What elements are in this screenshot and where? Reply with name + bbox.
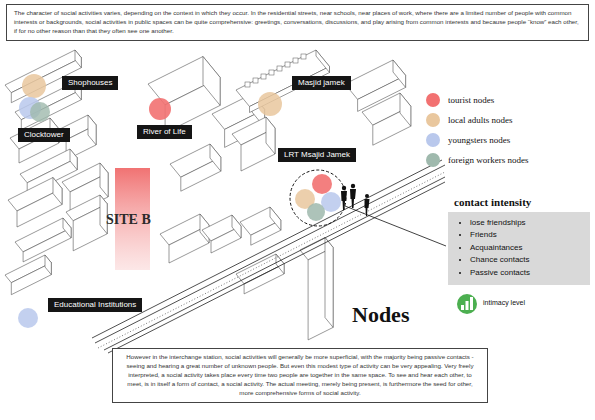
building-face bbox=[63, 218, 71, 238]
dome bbox=[285, 62, 290, 67]
legend-text: youngsters nodes bbox=[448, 135, 510, 145]
diagram-title: Nodes bbox=[352, 302, 409, 328]
label-text: LRT Msajid Jamek bbox=[284, 150, 350, 160]
focus-ring bbox=[290, 170, 346, 226]
legend-swatch bbox=[426, 153, 440, 167]
legend-text: local adults nodes bbox=[448, 115, 513, 125]
building-face bbox=[53, 178, 62, 205]
place-label: Masjid jamek bbox=[292, 76, 351, 90]
panel-heading: contact intensity bbox=[454, 196, 590, 208]
building-face bbox=[100, 163, 108, 197]
building-face bbox=[232, 215, 241, 238]
label-text: Educational Institutions bbox=[54, 300, 136, 310]
building-face bbox=[45, 255, 51, 275]
place-label: Educational Institutions bbox=[48, 298, 142, 312]
building-face bbox=[393, 60, 406, 87]
place-label: Shophouses bbox=[62, 76, 118, 90]
text-panel: The character of social activities varie… bbox=[6, 4, 589, 41]
youngster-node bbox=[18, 308, 38, 328]
leader-line bbox=[345, 206, 446, 246]
legend-row: local adults nodes bbox=[426, 113, 513, 127]
intensity-item: Passive contacts bbox=[470, 267, 582, 279]
intensity-item: lose friendships bbox=[470, 217, 582, 229]
paragraph-text: The character of social activities varie… bbox=[14, 9, 581, 36]
building-face bbox=[316, 50, 330, 73]
building-face bbox=[210, 144, 221, 171]
site-label: SITE B bbox=[106, 212, 151, 228]
legend-row: youngsters nodes bbox=[426, 133, 510, 147]
label-text: River of Life bbox=[143, 127, 186, 137]
legend-swatch bbox=[426, 113, 440, 127]
dome bbox=[253, 78, 258, 83]
text-panel: However in the interchange station, soci… bbox=[112, 348, 488, 403]
dome bbox=[293, 58, 298, 63]
icon-caption: intimacy level bbox=[483, 299, 525, 306]
label-text: Clocktower bbox=[24, 130, 64, 140]
place-label: Clocktower bbox=[18, 128, 70, 142]
building-face bbox=[88, 115, 96, 145]
building-face bbox=[400, 93, 411, 126]
legend-text: foreign workers nodes bbox=[448, 155, 528, 165]
legend-swatch bbox=[426, 93, 440, 107]
label-text: Shophouses bbox=[68, 78, 112, 88]
label-text: Masjid jamek bbox=[298, 78, 345, 88]
building-face bbox=[70, 149, 77, 170]
legend-row: foreign workers nodes bbox=[426, 153, 528, 167]
dome bbox=[277, 66, 282, 71]
node-circles bbox=[18, 74, 341, 328]
paragraph-text: However in the interchange station, soci… bbox=[120, 353, 480, 398]
building-face bbox=[270, 207, 281, 230]
building-face bbox=[266, 117, 275, 154]
dome bbox=[269, 70, 274, 75]
dome bbox=[245, 82, 250, 87]
intensity-item: Acquaintances bbox=[470, 242, 582, 254]
place-label: River of Life bbox=[137, 125, 192, 139]
dome bbox=[301, 54, 306, 59]
place-label: LRT Msajid Jamek bbox=[278, 148, 356, 162]
local-node bbox=[22, 74, 46, 98]
contact-panel: contact intensity lose friendshipsFriends… bbox=[448, 196, 590, 285]
intensity-item: Chance contacts bbox=[470, 254, 582, 266]
local-node bbox=[258, 92, 282, 116]
building-face bbox=[75, 50, 81, 68]
legend-swatch bbox=[426, 133, 440, 147]
worker-node bbox=[30, 102, 50, 122]
building-face bbox=[325, 238, 333, 328]
building-face bbox=[203, 57, 220, 106]
building-blocks bbox=[5, 50, 411, 340]
intensity-list: lose friendshipsFriendsAcquaintancesChan… bbox=[448, 212, 590, 285]
intimacy-icon bbox=[457, 294, 477, 314]
tourist-node bbox=[149, 98, 171, 120]
dome bbox=[261, 74, 266, 79]
intensity-item: Friends bbox=[470, 229, 582, 241]
worker-node bbox=[307, 203, 325, 221]
rail-track bbox=[92, 160, 445, 353]
legend-text: tourist nodes bbox=[448, 95, 494, 105]
legend-row: tourist nodes bbox=[426, 93, 494, 107]
people-silhouettes bbox=[341, 184, 370, 216]
tourist-node bbox=[312, 174, 332, 194]
building-face bbox=[23, 228, 71, 262]
